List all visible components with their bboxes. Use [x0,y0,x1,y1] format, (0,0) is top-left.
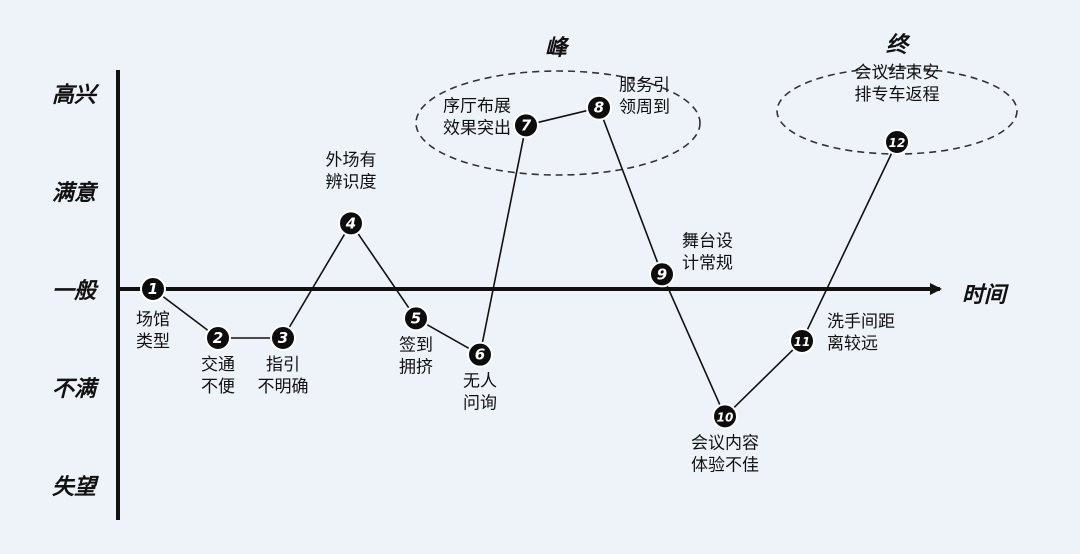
node-11-label-line-1: 洗手间距 [827,312,895,332]
node-2-label-line-2: 不便 [201,377,235,397]
node-6-number: 6 [475,346,485,364]
node-1-label-line-1: 场馆 [136,310,170,330]
node-12-label-line-1: 会议结束安 [855,63,940,83]
node-2-label-line-1: 交通 [201,355,235,375]
node-5-label-line-1: 签到 [399,335,433,355]
node-6-label-line-2: 问询 [463,394,497,414]
node-11-label-line-2: 离较远 [827,334,878,354]
node-5-marker [403,305,429,332]
node-7-number: 7 [521,116,532,134]
peak-title: 峰 [545,36,570,61]
node-1-marker [140,276,166,302]
node-7-label-line-1: 序厅布展 [443,96,511,116]
node-10-number: 10 [717,410,734,424]
node-2-marker [205,325,231,351]
node-12-label-line-2: 排专车返程 [855,85,940,105]
node-4-number: 4 [345,214,356,232]
y-level-label-disappointed: 失望 [52,475,99,500]
peak-ellipse [415,70,701,176]
node-9-marker [649,261,675,288]
node-3-number: 3 [278,329,288,347]
y-level-label-happy: 高兴 [52,82,100,108]
node-9-label-line-2: 计常规 [682,253,733,273]
node-7-label-line-2: 效果突出 [443,118,511,138]
node-9-label-line-1: 舞台设 [682,231,733,251]
node-4-label-line-2: 辨识度 [326,172,377,192]
node-3-label-line-2: 不明确 [258,377,309,397]
node-2-number: 2 [213,329,223,347]
node-6-label-line-1: 无人 [463,372,497,392]
node-11-number: 11 [794,335,811,349]
node-4-label-line-1: 外场有 [326,150,377,170]
node-12-marker [884,129,910,155]
node-6-marker [467,341,493,368]
node-8-label-line-1: 服务引 [619,76,670,96]
node-10-label-line-2: 体验不佳 [691,455,759,475]
y-level-label-neutral: 一般 [52,279,99,304]
node-8-label-line-2: 领周到 [619,98,670,118]
y-level-label-dissatisfied: 不满 [52,377,100,402]
end-title: 终 [886,32,911,58]
node-1-label-line-2: 类型 [136,332,170,352]
node-4-marker [338,210,364,237]
node-8-number: 8 [594,99,604,117]
x-axis-title: 时间 [962,283,1009,308]
node-10-label-line-1: 会议内容 [691,433,759,453]
experience-curve [152,106,898,418]
node-1-number: 1 [148,280,158,298]
y-level-label-satisfied: 满意 [52,180,99,206]
node-5-number: 5 [411,309,421,327]
y-level-labels: 高兴 满意 一般 不满 失望 [52,82,100,500]
node-8-marker [586,94,612,121]
node-3-label-line-1: 指引 [266,355,300,375]
node-10-marker [712,403,738,430]
node-3-marker [270,325,296,351]
node-5-label-line-2: 拥挤 [399,357,433,377]
node-9-number: 9 [657,265,667,283]
node-12-number: 12 [889,136,906,150]
node-7-marker [513,112,539,139]
node-11-marker [789,327,815,354]
